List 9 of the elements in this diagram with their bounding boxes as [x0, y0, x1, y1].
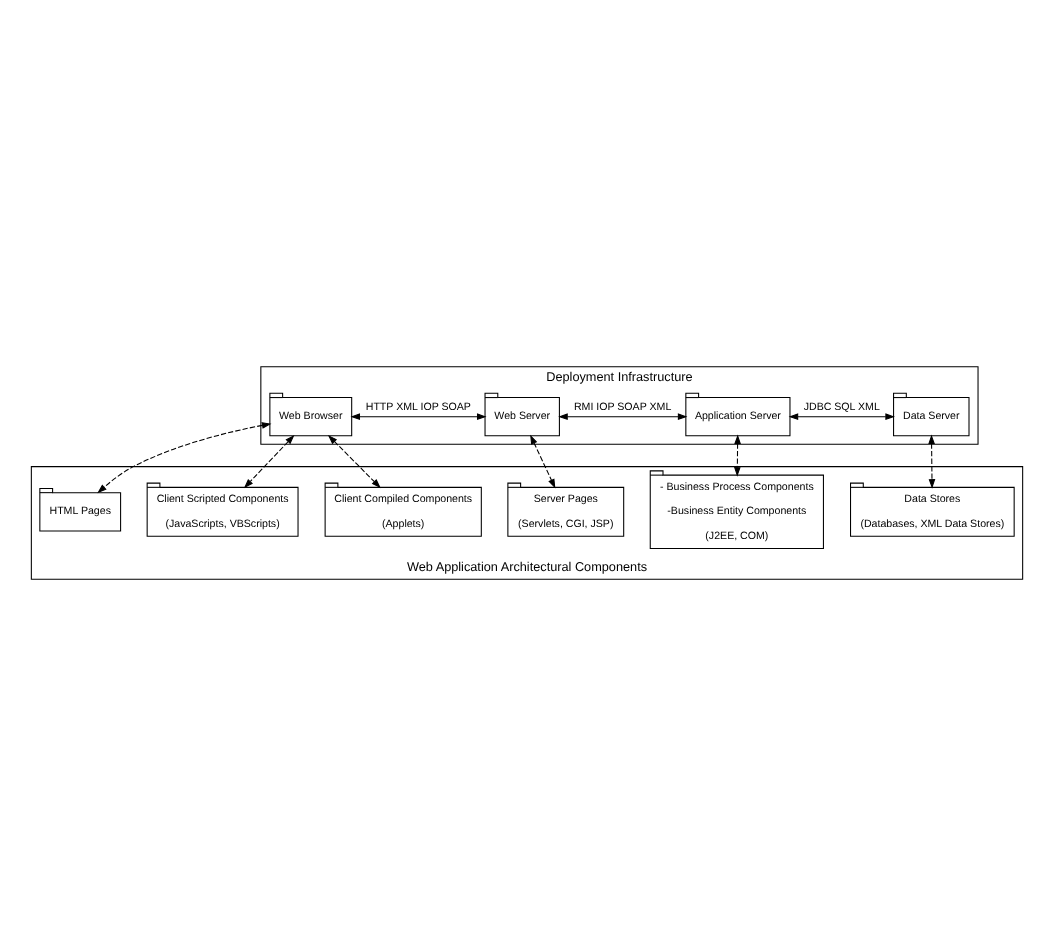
arrow — [243, 433, 295, 488]
arrow — [97, 421, 272, 493]
arrow — [350, 412, 487, 420]
arrow — [327, 434, 381, 488]
arrow — [734, 433, 741, 476]
arrow — [788, 412, 895, 420]
arrow — [558, 412, 688, 420]
arrow — [530, 433, 556, 488]
arrow — [928, 433, 936, 488]
